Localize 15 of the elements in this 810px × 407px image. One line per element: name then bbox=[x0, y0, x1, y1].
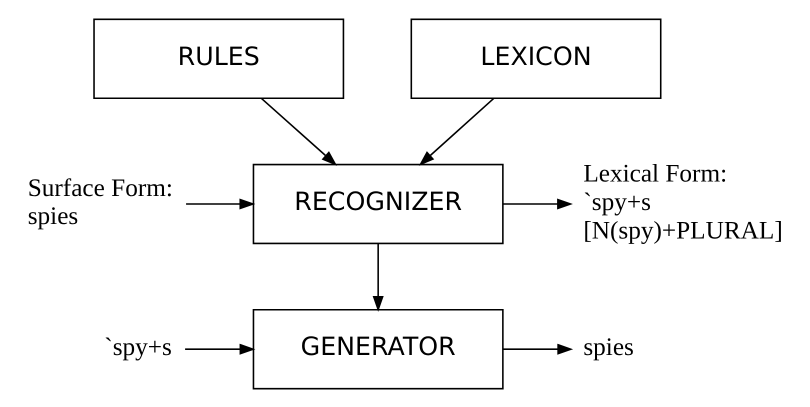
node-box: GENERATOR bbox=[252, 308, 504, 389]
arrow bbox=[372, 243, 384, 312]
arrow bbox=[260, 97, 338, 166]
node-box: RECOGNIZER bbox=[252, 163, 504, 244]
node-box: RULES bbox=[93, 18, 344, 99]
node-text: Lexical Form: `spy+s [N(spy)+PLURAL] bbox=[583, 159, 783, 244]
arrow bbox=[503, 198, 573, 210]
arrow bbox=[418, 97, 494, 166]
arrow bbox=[186, 198, 256, 210]
arrow bbox=[503, 343, 574, 354]
node-text: spies bbox=[583, 332, 634, 361]
node-text: Surface Form: spies bbox=[28, 173, 173, 230]
node-text: `spy+s bbox=[104, 332, 172, 361]
arrow bbox=[185, 343, 256, 354]
node-box: LEXICON bbox=[410, 18, 662, 99]
